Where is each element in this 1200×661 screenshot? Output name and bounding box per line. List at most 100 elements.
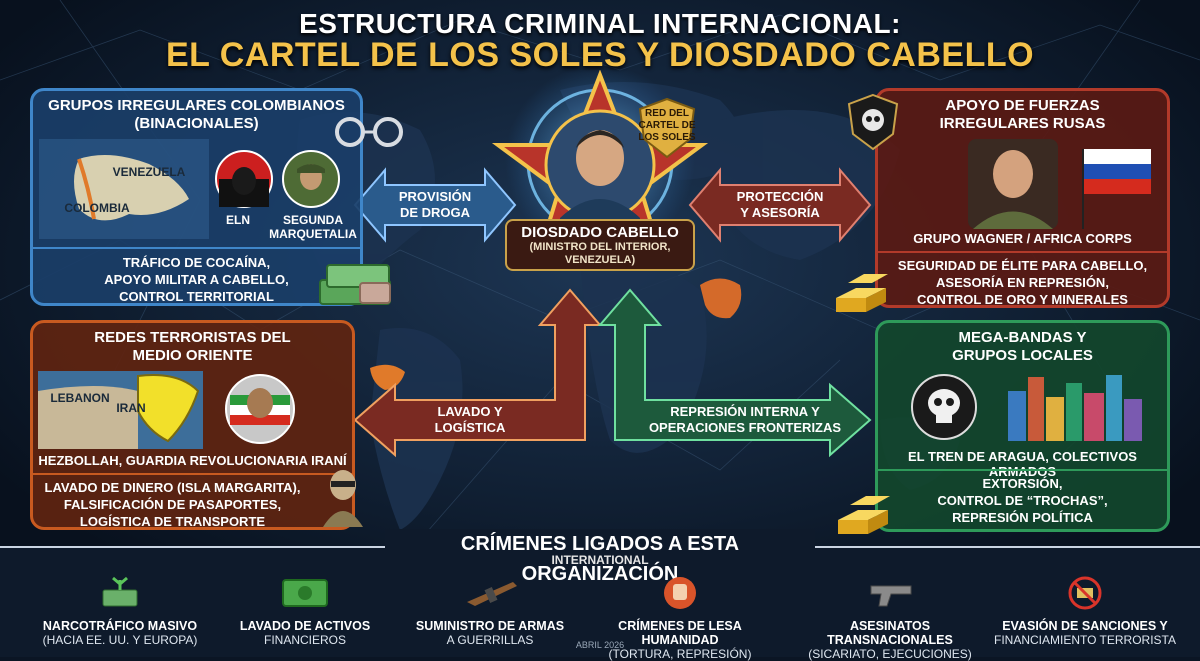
- crime-2-line-1: LAVADO DE ACTIVOS: [239, 619, 371, 633]
- crimes-title: CRÍMENES LIGADOS A ESTA ORGANIZACIÓN: [385, 529, 815, 585]
- pistol-icon: [870, 585, 912, 607]
- protection-arrow: [688, 167, 872, 243]
- center-name: DIOSDADO CABELLO: [521, 224, 679, 241]
- repression-label-2: OPERACIONES FRONTERIZAS: [648, 420, 842, 435]
- handcuffs-icon: [335, 117, 403, 147]
- no-money-icon: [1068, 576, 1102, 610]
- colombia-title-2: (BINACIONALES): [134, 115, 259, 132]
- map-label-colombia: COLOMBIA: [64, 201, 130, 215]
- map-label-venezuela: VENEZUELA: [112, 165, 186, 179]
- gangs-desc-1: EXTORSIÓN,: [982, 476, 1063, 491]
- crime-2-line-2: FINANCIEROS: [263, 633, 346, 647]
- center-role-1: (MINISTRO DEL INTERIOR,: [529, 241, 671, 253]
- russia-illustration: [968, 139, 1151, 229]
- crime-6-line-1: EVASIÓN DE SANCIONES Y: [1002, 619, 1168, 633]
- title-line-2: EL CARTEL DE LOS SOLES Y DIOSDADO CABELL…: [165, 36, 1035, 74]
- crime-1-line-2: (HACIA EE. UU. Y EUROPA): [42, 633, 198, 647]
- crime-item: SUMINISTRO DE ARMAS A GUERRILLAS: [395, 576, 585, 647]
- crimes-subtitle: INTERNATIONAL: [551, 553, 649, 567]
- me-desc-3: LOGÍSTICA DE TRANSPORTE: [79, 514, 266, 529]
- center-role-2: VENEZUELA): [564, 254, 636, 266]
- badge-line-2: CARTEL DE: [638, 120, 696, 131]
- colombia-title-1: GRUPOS IRREGULARES COLOMBIANOS: [48, 97, 345, 114]
- panel-middle-east: REDES TERRORISTAS DEL MEDIO ORIENTE LEBA…: [30, 320, 355, 530]
- colombia-desc-3: CONTROL TERRITORIAL: [119, 289, 274, 304]
- eln-label: ELN: [226, 213, 250, 227]
- crime-3-line-1: SUMINISTRO DE ARMAS: [415, 619, 565, 633]
- middle-east-map: [38, 371, 295, 449]
- repression-label-1: REPRESIÓN INTERNA Y: [670, 404, 820, 419]
- drugs-arrow: [353, 167, 517, 243]
- russia-title-2: IRREGULARES RUSAS: [939, 115, 1106, 132]
- portrait-face: [576, 130, 624, 186]
- me-divider: [33, 473, 352, 475]
- protection-label-2: Y ASESORÍA: [740, 205, 820, 220]
- colombia-map: [39, 139, 340, 239]
- panel-colombian-groups: GRUPOS IRREGULARES COLOMBIANOS (BINACION…: [30, 88, 363, 306]
- gangs-group: EL TREN DE ARAGUA, COLECTIVOS ARMADOS: [908, 449, 1137, 479]
- marquetalia-label: MARQUETALIA: [269, 227, 357, 241]
- crime-3-line-2: A GUERRILLAS: [446, 633, 534, 647]
- laundering-label-1: LAVADO Y: [437, 404, 503, 419]
- gangs-illustration: [911, 374, 1142, 441]
- panel-local-gangs: MEGA-BANDAS Y GRUPOS LOCALES EL TREN DE …: [875, 320, 1170, 532]
- repression-arrow: [597, 288, 872, 458]
- crime-6-line-2: FINANCIAMIENTO TERRORISTA: [993, 633, 1176, 647]
- russia-desc-1: SEGURIDAD DE ÉLITE PARA CABELLO,: [897, 258, 1148, 273]
- title-line-1: ESTRUCTURA CRIMINAL INTERNACIONAL:: [299, 8, 901, 39]
- colombia-divider: [33, 247, 360, 249]
- money-plant-icon: [102, 576, 138, 607]
- russia-desc-3: CONTROL DE ORO Y MINERALES: [917, 292, 1128, 307]
- gangs-desc-3: REPRESIÓN POLÍTICA: [952, 510, 1093, 525]
- cash-stack-icon: [319, 264, 391, 305]
- laundering-arrow: [353, 288, 603, 458]
- crime-5-line-2: (SICARIATO, EJECUCIONES): [808, 647, 972, 661]
- map-label-lebanon: LEBANON: [50, 391, 110, 405]
- badge-line-1: RED DEL: [645, 108, 689, 119]
- drugs-label-2: DE DROGA: [399, 205, 471, 220]
- stop-hand-icon: [664, 577, 696, 609]
- soldier-portrait: [993, 150, 1033, 198]
- laundering-label-2: LOGÍSTICA: [434, 420, 506, 435]
- hezbollah-flag-icon: [137, 374, 200, 443]
- crime-1-line-1: NARCOTRÁFICO MASIVO: [42, 619, 198, 633]
- russia-title-1: APOYO DE FUERZAS: [945, 97, 1100, 114]
- russia-divider: [878, 251, 1167, 253]
- gangs-title-2: GRUPOS LOCALES: [952, 347, 1093, 364]
- gangs-desc-2: CONTROL DE “TROCHAS”,: [937, 493, 1108, 508]
- me-group: HEZBOLLAH, GUARDIA REVOLUCIONARIA IRANÍ: [38, 453, 347, 468]
- date-label: ABRIL 2026: [575, 640, 625, 650]
- rifle-icon: [467, 582, 517, 606]
- colombia-desc-1: TRÁFICO DE COCAÍNA,: [122, 255, 271, 270]
- gold-bars-icon-2: [838, 496, 890, 534]
- cash-icon: [282, 579, 328, 607]
- colombia-desc-2: APOYO MILITAR A CABELLO,: [104, 272, 289, 287]
- me-title-2: MEDIO ORIENTE: [132, 347, 253, 364]
- masked-fighter-icon: [323, 470, 363, 527]
- crime-item: EVASIÓN DE SANCIONES Y FINANCIAMIENTO TE…: [990, 576, 1180, 647]
- gangs-title-1: MEGA-BANDAS Y: [958, 329, 1087, 346]
- me-desc-2: FALSIFICACIÓN DE PASAPORTES,: [63, 497, 282, 512]
- crime-5-line-1: ASESINATOS TRANSNACIONALES: [827, 619, 953, 647]
- city-buildings-icon: [1008, 375, 1142, 441]
- drugs-label-1: PROVISIÓN: [398, 189, 472, 204]
- gold-bars-icon: [836, 274, 888, 312]
- russia-group: GRUPO WAGNER / AFRICA CORPS: [913, 231, 1132, 246]
- gangs-divider: [878, 469, 1167, 471]
- panel-russian-forces: APOYO DE FUERZAS IRREGULARES RUSAS GRUPO…: [875, 88, 1170, 308]
- me-title-1: REDES TERRORISTAS DEL: [94, 329, 291, 346]
- crime-item: LAVADO DE ACTIVOS FINANCIEROS: [210, 576, 400, 647]
- skull-badge-icon: [847, 93, 899, 151]
- crime-item: ASESINATOS TRANSNACIONALES (SICARIATO, E…: [795, 576, 985, 661]
- protection-label-1: PROTECCIÓN: [736, 189, 824, 204]
- crime-item: NARCOTRÁFICO MASIVO (HACIA EE. UU. Y EUR…: [25, 576, 215, 647]
- center-name-plate: DIOSDADO CABELLO (MINISTRO DEL INTERIOR,…: [505, 219, 695, 271]
- crime-4-line-1: CRÍMENES DE LESA HUMANIDAD: [618, 619, 742, 647]
- russia-desc-2: ASESORÍA EN REPRESIÓN,: [936, 275, 1109, 290]
- me-desc-1: LAVADO DE DINERO (ISLA MARGARITA),: [44, 480, 301, 495]
- map-label-iran: IRAN: [116, 401, 146, 415]
- segunda-label: SEGUNDA: [282, 213, 343, 227]
- badge-line-3: LOS SOLES: [638, 132, 696, 143]
- cartel-badge-icon: [638, 97, 696, 159]
